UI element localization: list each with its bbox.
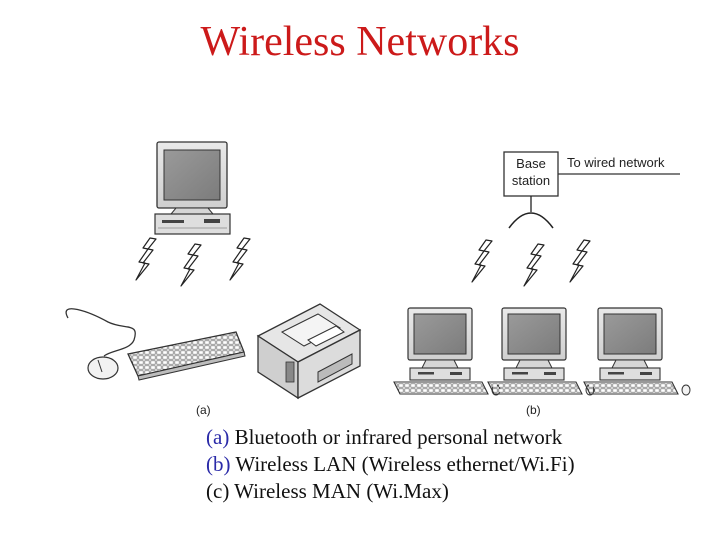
wireless-signal-icon [135, 237, 157, 281]
base-station-label: Base [516, 156, 546, 171]
lan-computer [583, 307, 691, 396]
wireless-signal-icon [180, 243, 202, 287]
panel-a-mouse [65, 308, 136, 380]
wireless-signal-icon [471, 239, 493, 283]
lan-computer [393, 307, 501, 396]
wireless-signal-icon [523, 243, 545, 287]
caption-line: (c) Wireless MAN (Wi.Max) [206, 478, 575, 505]
panel-b-label: (b) [526, 403, 541, 417]
panel-a-label: (a) [196, 403, 211, 417]
caption-label: (c) [206, 479, 230, 503]
page-title: Wireless Networks [200, 19, 520, 65]
wireless-signal-icon [569, 239, 591, 283]
lan-computer [487, 307, 595, 396]
caption-text: Wireless LAN (Wireless ethernet/Wi.Fi) [230, 452, 575, 476]
wireless-signal-icon [229, 237, 251, 281]
panel-a-printer [256, 303, 362, 400]
caption-line: (b) Wireless LAN (Wireless ethernet/Wi.F… [206, 451, 575, 478]
wired-network-label: To wired network [567, 155, 665, 170]
caption-line: (a) Bluetooth or infrared personal netwo… [206, 424, 575, 451]
panel-a-desktop-computer [154, 141, 231, 235]
caption-text: Bluetooth or infrared personal network [229, 425, 563, 449]
caption-text: Wireless MAN (Wi.Max) [229, 479, 449, 503]
base-station: Base station [503, 151, 559, 229]
caption-label: (b) [206, 452, 231, 476]
base-station-label: station [512, 173, 550, 188]
caption-list: (a) Bluetooth or infrared personal netwo… [206, 424, 575, 505]
caption-label: (a) [206, 425, 230, 449]
panel-a-keyboard [127, 331, 246, 381]
